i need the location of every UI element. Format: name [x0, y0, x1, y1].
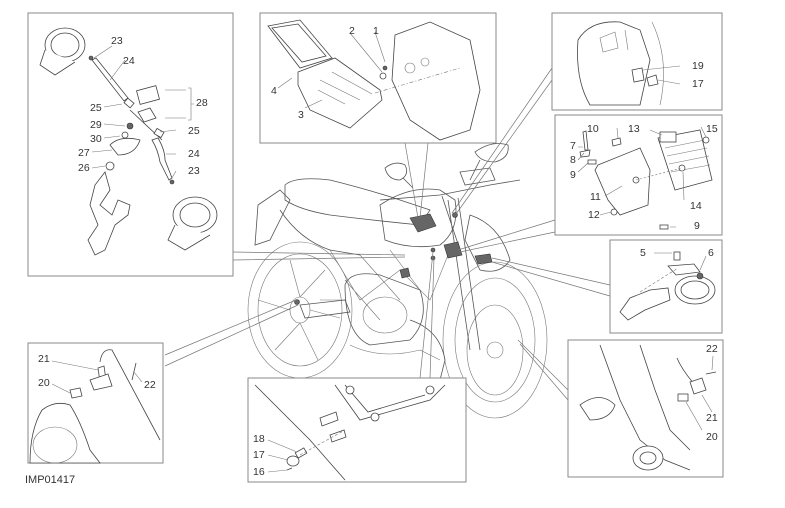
horn-highlight	[474, 253, 493, 265]
leader-lines	[164, 67, 611, 401]
seat	[284, 178, 431, 226]
fairing-inner	[577, 21, 651, 106]
exhaust	[409, 319, 446, 381]
callout-20: 20	[706, 431, 718, 443]
callout-24: 24	[188, 148, 200, 160]
panel-horn	[609, 239, 723, 334]
callout-30: 30	[90, 133, 102, 145]
callout-5: 5	[640, 247, 646, 259]
callout-14: 14	[690, 200, 702, 212]
callout-29: 29	[90, 119, 102, 131]
handlebar-controls	[459, 167, 496, 186]
panel-top-middle	[259, 12, 497, 144]
connector-boot	[631, 67, 645, 83]
callout-25: 25	[90, 102, 102, 114]
voltage-regulator	[657, 129, 713, 191]
callout-8: 8	[570, 154, 576, 166]
callout-21: 21	[706, 412, 718, 424]
leader-top-middle	[404, 142, 429, 219]
callout-4: 4	[271, 85, 277, 97]
leader-bottom-left	[164, 299, 299, 367]
callout-9: 9	[570, 169, 576, 181]
callout-2: 2	[349, 25, 355, 37]
callout-10: 10	[587, 123, 599, 135]
hose-lower	[151, 137, 173, 181]
leader-horn	[491, 257, 611, 297]
leader-top-left	[232, 251, 406, 261]
callout-26: 26	[78, 162, 90, 174]
horn-bolt	[673, 251, 681, 261]
grommet	[105, 161, 115, 171]
callout-23: 23	[188, 165, 200, 177]
sensor-cable-rear	[99, 349, 161, 441]
map-sensor	[137, 107, 157, 123]
callout-17: 17	[253, 449, 265, 461]
fork-leg	[599, 344, 691, 471]
leader-bottom-middle	[419, 251, 435, 379]
callout-22: 22	[706, 343, 718, 355]
callout-23: 23	[111, 35, 123, 47]
panel-bottom-right	[567, 339, 724, 478]
headlight-fairing	[464, 214, 511, 272]
horn-mount	[619, 287, 671, 321]
frame-subassembly	[391, 21, 481, 141]
regulator-bracket	[594, 147, 651, 216]
sensor-plug	[136, 85, 160, 105]
callout-12: 12	[588, 209, 600, 221]
mounting-bracket	[87, 171, 131, 256]
callout-13: 13	[628, 123, 640, 135]
engine	[344, 273, 424, 346]
panel-bottom-left	[27, 342, 164, 464]
front-fork	[441, 195, 481, 351]
panel-top-right	[551, 12, 723, 111]
callout-3: 3	[298, 109, 304, 121]
callout-18: 18	[253, 433, 265, 445]
callout-24: 24	[123, 55, 135, 67]
callout-6: 6	[708, 247, 714, 259]
rear-hub	[29, 402, 101, 464]
left-mirror	[384, 162, 414, 189]
callout-20: 20	[38, 377, 50, 389]
callout-17: 17	[692, 78, 704, 90]
callout-27: 27	[78, 147, 90, 159]
side-stand-switch	[286, 455, 300, 467]
leader-bottom-right	[517, 339, 569, 401]
callout-25: 25	[188, 125, 200, 137]
bracket-plate	[109, 137, 141, 156]
connector	[646, 74, 659, 87]
ecu-highlight	[409, 213, 437, 233]
callout-7: 7	[570, 140, 576, 152]
callout-9: 9	[694, 220, 700, 232]
callout-28: 28	[196, 97, 208, 109]
regulator-highlight	[443, 241, 463, 259]
callout-16: 16	[253, 466, 265, 478]
tail-light-bracket	[254, 189, 291, 246]
callout-19: 19	[692, 60, 704, 72]
callout-22: 22	[144, 379, 156, 391]
callout-15: 15	[706, 123, 718, 135]
fuel-tank	[379, 188, 457, 248]
drawing-reference-code: IMP01417	[25, 474, 76, 486]
panel-top-left	[27, 12, 234, 277]
panel-bottom-middle	[247, 377, 467, 483]
wheel-speed-sensor	[689, 377, 707, 395]
callout-1: 1	[373, 25, 379, 37]
panel-mid-right	[554, 114, 723, 236]
rear-wheel	[247, 241, 353, 379]
swingarm	[299, 299, 351, 319]
sensor-spacer	[69, 387, 83, 399]
frame-tube	[254, 384, 346, 481]
front-wheel	[442, 261, 548, 419]
horn-bracket	[667, 263, 701, 276]
callout-11: 11	[590, 191, 601, 203]
callout-21: 21	[38, 353, 50, 365]
motorcycle-illustration	[247, 143, 548, 419]
leader-mid-right	[457, 219, 556, 253]
brake-disc	[466, 304, 524, 396]
switch-bracket	[294, 447, 308, 459]
leader-top-right	[451, 67, 553, 215]
ecu-bracket	[297, 57, 383, 129]
